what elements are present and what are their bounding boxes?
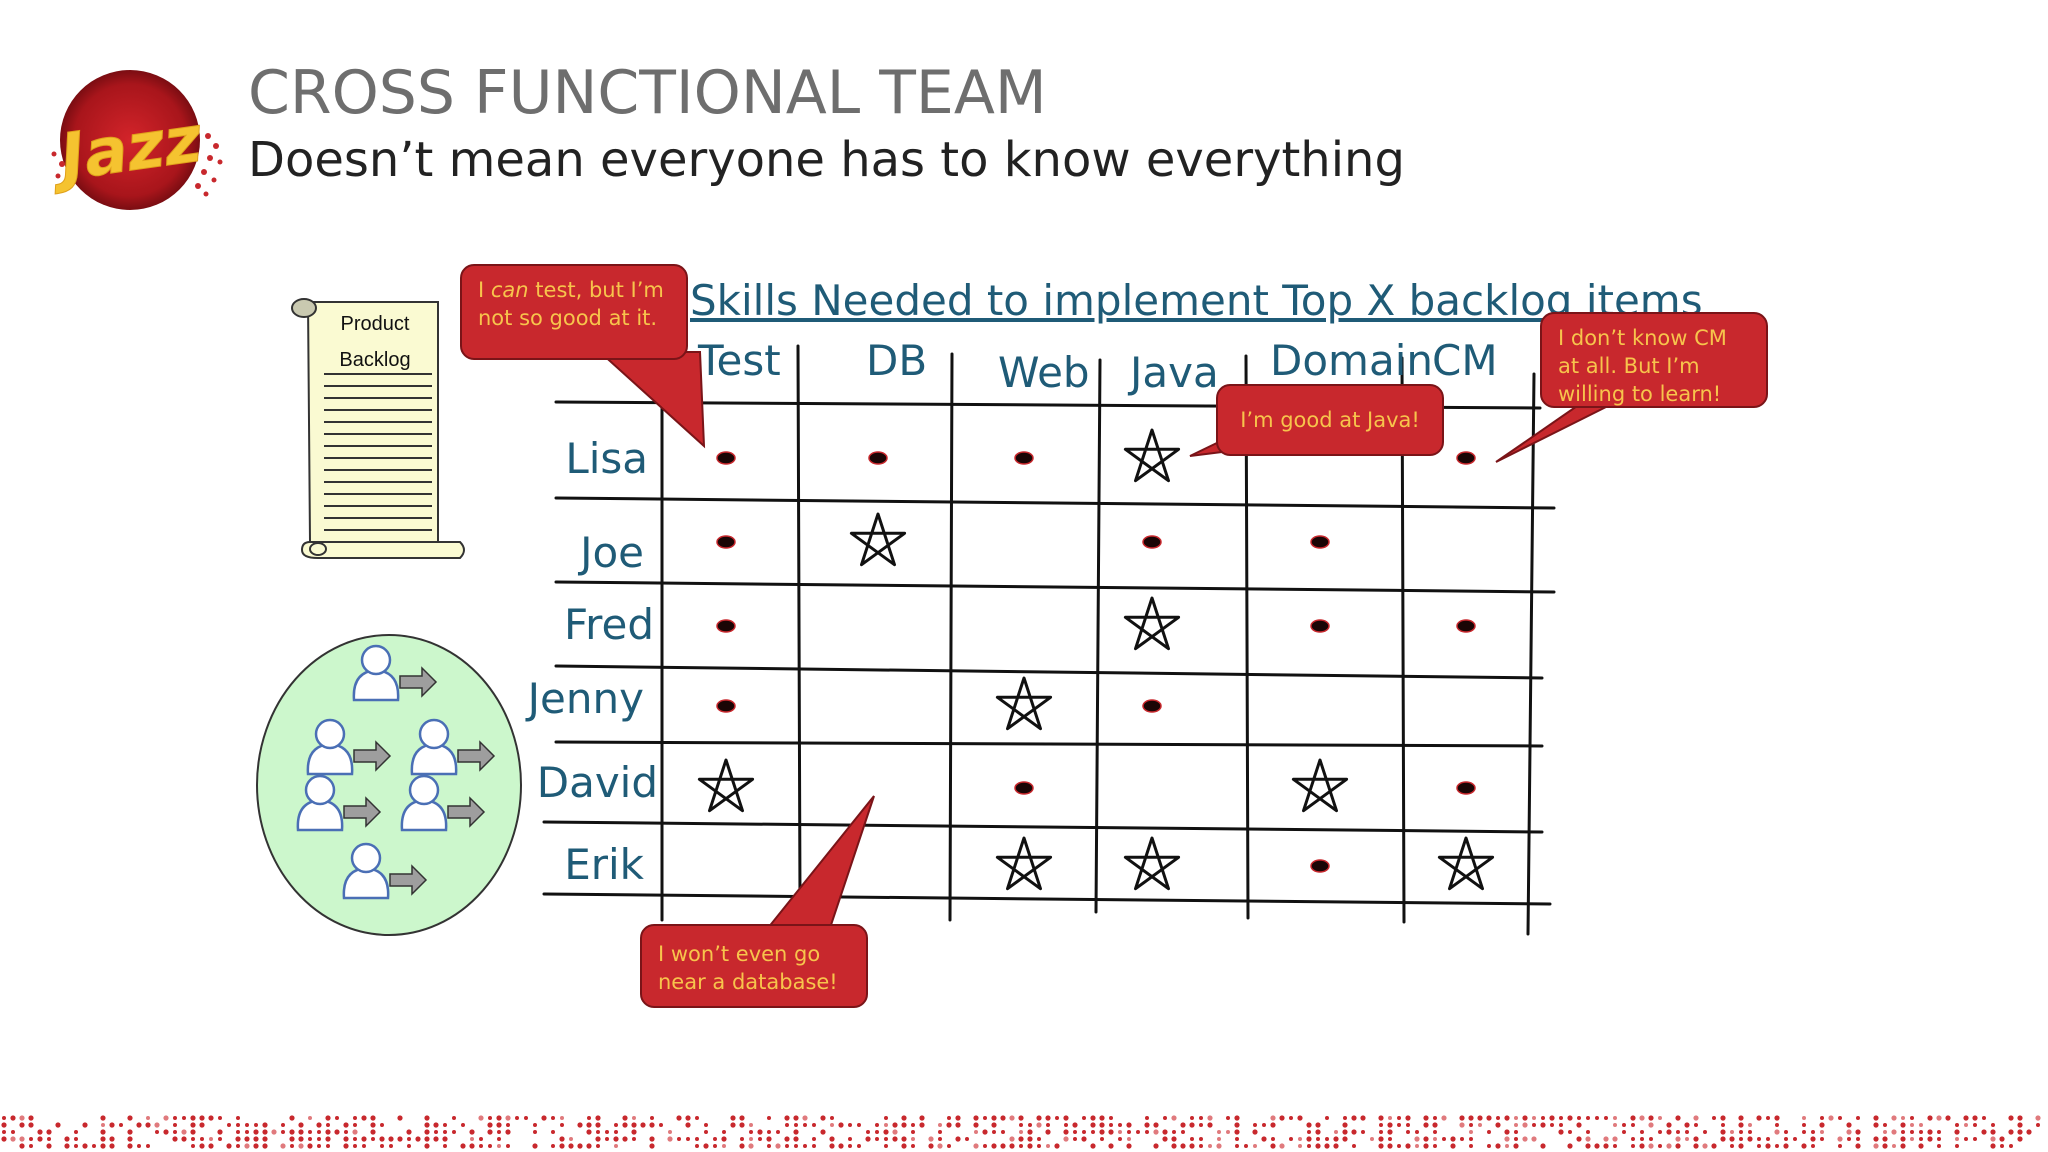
skill-dot-joe-domain xyxy=(1310,535,1330,549)
backlog-label-line1: Product xyxy=(340,313,410,335)
skill-dot-david-cm xyxy=(1456,781,1476,795)
skill-star-david-test xyxy=(697,758,755,813)
jazz-logo: Jazz xyxy=(48,70,223,210)
skill-dot-lisa-web xyxy=(1014,451,1034,465)
backlog-label-line2: Backlog xyxy=(339,349,411,371)
skill-dot-erik-domain xyxy=(1310,859,1330,873)
skill-star-david-domain xyxy=(1291,758,1349,813)
bubble-test-emphasis: can xyxy=(490,278,529,302)
row-header-fred: Fred xyxy=(564,600,654,649)
skill-dot-fred-domain xyxy=(1310,619,1330,633)
skill-dot-fred-cm xyxy=(1456,619,1476,633)
bubble-test-post: test, but I’m not so good at it. xyxy=(478,278,664,330)
skill-dot-fred-test xyxy=(716,619,736,633)
bubble-test-pre: I xyxy=(478,278,491,302)
column-header-cm: CM xyxy=(1432,336,1498,385)
row-header-david: David xyxy=(536,758,658,807)
column-header-test: Test xyxy=(698,336,781,385)
column-header-db: DB xyxy=(866,336,928,385)
skill-star-erik-web xyxy=(995,836,1053,891)
skill-dot-lisa-db xyxy=(868,451,888,465)
skill-star-erik-java xyxy=(1123,836,1181,891)
skill-dot-lisa-cm xyxy=(1456,451,1476,465)
column-header-web: Web xyxy=(998,348,1090,397)
skill-star-jenny-web xyxy=(995,676,1053,731)
skill-dot-joe-java xyxy=(1142,535,1162,549)
skill-star-fred-java xyxy=(1123,596,1181,651)
bubble-test-comment: I can test, but I’m not so good at it. xyxy=(460,264,688,360)
skill-dot-david-web xyxy=(1014,781,1034,795)
slide-subtitle: Doesn’t mean everyone has to know everyt… xyxy=(248,132,1405,188)
skill-dot-jenny-java xyxy=(1142,699,1162,713)
bubble-db-comment: I won’t even go near a database! xyxy=(640,924,868,1008)
slide-title: CROSS FUNCTIONAL TEAM xyxy=(248,58,1047,128)
decorative-dot-band xyxy=(1,1115,2041,1149)
row-header-lisa: Lisa xyxy=(565,434,648,483)
row-header-jenny: Jenny xyxy=(527,674,644,723)
skill-dot-lisa-test xyxy=(716,451,736,465)
skill-star-lisa-java xyxy=(1123,428,1181,483)
row-header-joe: Joe xyxy=(580,528,644,577)
column-header-domain: Domain xyxy=(1270,336,1433,385)
skill-dot-joe-test xyxy=(716,535,736,549)
team-illustration xyxy=(256,634,522,936)
product-backlog-scroll xyxy=(291,298,465,559)
skill-star-joe-db xyxy=(849,512,907,567)
skill-star-erik-cm xyxy=(1437,836,1495,891)
skills-grid-title: Skills Needed to implement Top X backlog… xyxy=(690,276,1703,325)
column-header-java: Java xyxy=(1130,348,1219,397)
backlog-label: Product Backlog xyxy=(320,306,430,378)
row-header-erik: Erik xyxy=(564,840,644,889)
bubble-cm-comment: I don’t know CM at all. But I’m willing … xyxy=(1540,312,1768,408)
skill-dot-jenny-test xyxy=(716,699,736,713)
bubble-java-comment: I’m good at Java! xyxy=(1216,384,1444,456)
